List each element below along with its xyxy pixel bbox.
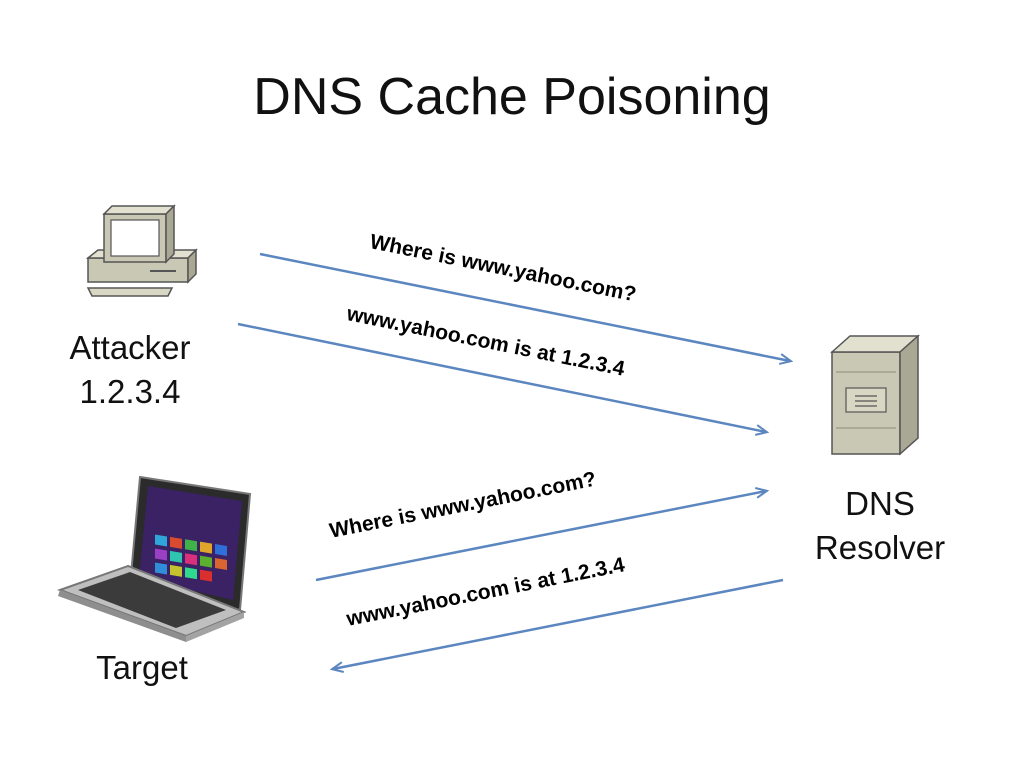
attacker-ip: 1.2.3.4 <box>79 373 181 410</box>
server-tower-icon <box>830 334 920 456</box>
resolver-label-line2: Resolver <box>814 529 946 566</box>
resolver-node: DNS Resolver <box>800 482 960 570</box>
arrow-resolver-answer <box>333 578 784 669</box>
attacker-node: Attacker 1.2.3.4 <box>50 326 210 414</box>
target-label: Target <box>96 649 188 686</box>
page-title: DNS Cache Poisoning <box>253 68 771 126</box>
arrow-attacker-query <box>259 252 790 361</box>
arrow-attacker-spoof <box>237 322 766 432</box>
desktop-computer-icon <box>85 204 198 297</box>
attacker-label: Attacker <box>69 329 191 366</box>
resolver-label-line1: DNS <box>845 485 915 522</box>
arrow-target-query <box>315 491 766 582</box>
laptop-icon <box>57 475 252 642</box>
